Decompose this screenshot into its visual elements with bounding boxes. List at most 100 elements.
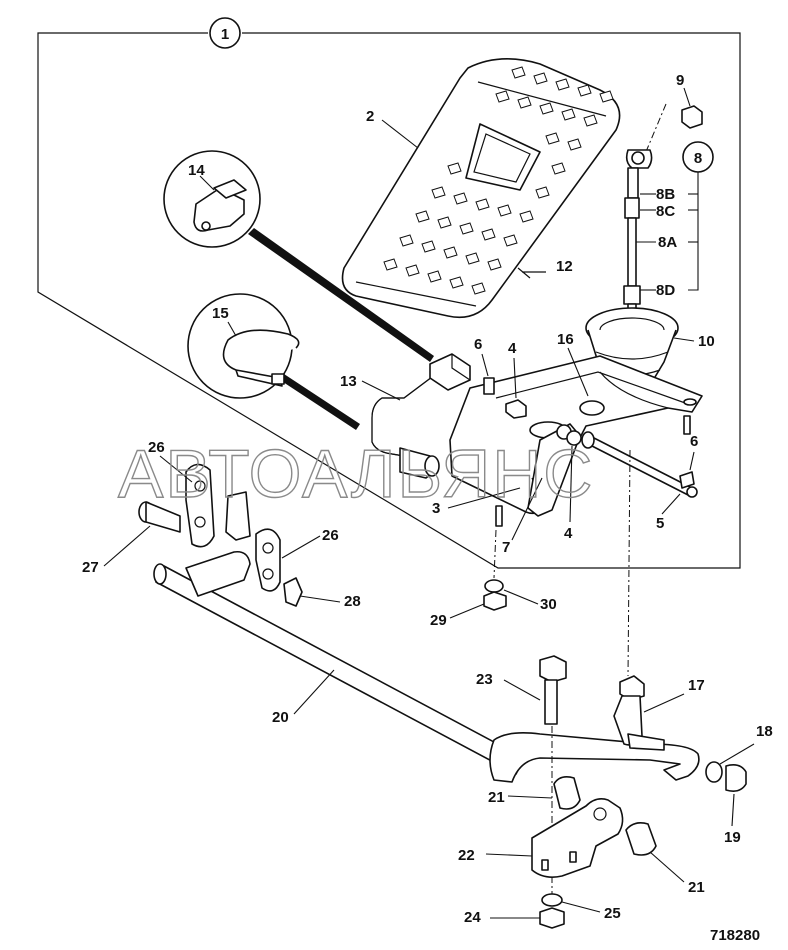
pedal-pad-grip-squares <box>383 66 614 295</box>
washer-25 <box>541 893 563 907</box>
grip-square <box>431 186 446 199</box>
label-12: 12 <box>556 258 573 275</box>
grip-square <box>583 114 598 127</box>
label-13: 13 <box>340 373 357 390</box>
grip-square <box>567 138 582 151</box>
assembly-boundary <box>37 32 741 569</box>
label-29: 29 <box>430 612 447 629</box>
axis-line-rod-end <box>627 449 631 677</box>
grip-square <box>427 270 442 283</box>
label-25: 25 <box>604 905 621 922</box>
detail-callout-14 <box>163 150 434 362</box>
washer-30 <box>484 579 504 593</box>
pedal-pad <box>341 58 621 319</box>
label-7: 7 <box>502 539 510 556</box>
label-15: 15 <box>212 305 229 322</box>
assembly-callout-circle <box>209 17 241 49</box>
grip-square <box>533 72 548 85</box>
grip-square <box>561 108 576 121</box>
pin-12 <box>517 267 546 279</box>
label-30: 30 <box>540 596 557 613</box>
clip-28 <box>283 577 303 607</box>
washer-18 <box>705 761 723 783</box>
grip-square <box>447 162 462 175</box>
grip-square <box>497 204 512 217</box>
label-27: 27 <box>82 559 99 576</box>
pin-27 <box>138 501 181 533</box>
label-8D: 8D <box>656 282 675 299</box>
grip-square <box>577 84 592 97</box>
bush-4-upper <box>505 399 527 419</box>
grip-square <box>437 216 452 229</box>
detail-callout-15 <box>187 293 360 430</box>
pedal-lever-7 <box>527 423 582 517</box>
grip-square <box>519 210 534 223</box>
grip-square <box>449 276 464 289</box>
lever-plate-background <box>225 491 251 541</box>
label-18: 18 <box>756 723 773 740</box>
label-21-lower: 21 <box>688 879 705 896</box>
grip-square <box>535 186 550 199</box>
label-20: 20 <box>272 709 289 726</box>
label-17: 17 <box>688 677 705 694</box>
assembly-callout-number: 1 <box>221 26 229 43</box>
drawing-number: 718280 <box>710 927 760 944</box>
nut-9 <box>681 105 703 129</box>
label-19: 19 <box>724 829 741 846</box>
clip-6-lower <box>679 471 695 489</box>
grip-square <box>399 234 414 247</box>
watermark: АВТОАЛЬЯНС <box>118 436 594 512</box>
bush-21-lower <box>625 822 657 856</box>
grip-square <box>415 210 430 223</box>
grip-square <box>465 252 480 265</box>
grip-square <box>599 90 614 103</box>
grip-square <box>405 264 420 277</box>
bush-19 <box>725 764 747 792</box>
cable-13 <box>371 353 471 479</box>
label-9: 9 <box>676 72 684 89</box>
bolt-23 <box>539 655 567 725</box>
label-8A: 8A <box>658 234 677 251</box>
label-26-left: 26 <box>148 439 165 456</box>
grommet-16 <box>579 400 605 416</box>
bush-21-upper <box>553 776 581 810</box>
grip-square <box>481 228 496 241</box>
grip-square <box>443 246 458 259</box>
pivot-shaft-5 <box>581 431 698 498</box>
label-6-lower: 6 <box>690 433 698 450</box>
grip-square <box>475 198 490 211</box>
rod-end-17 <box>613 675 665 751</box>
label-5: 5 <box>656 515 664 532</box>
subassembly-callout-number: 8 <box>694 150 702 167</box>
link-plate-26-left <box>185 463 215 548</box>
grip-square <box>495 90 510 103</box>
label-23: 23 <box>476 671 493 688</box>
grip-square <box>383 258 398 271</box>
grip-square <box>503 234 518 247</box>
label-16: 16 <box>557 331 574 348</box>
link-plate-26-right <box>255 528 281 592</box>
cross-shaft-20 <box>153 550 525 775</box>
label-2: 2 <box>366 108 374 125</box>
label-8C: 8C <box>656 203 675 220</box>
label-21-upper: 21 <box>488 789 505 806</box>
grip-square <box>545 132 560 145</box>
label-10: 10 <box>698 333 715 350</box>
grip-square <box>539 102 554 115</box>
grip-square <box>453 192 468 205</box>
mount-bracket-22 <box>531 798 624 878</box>
label-3: 3 <box>432 500 440 517</box>
grip-square <box>517 96 532 109</box>
label-8B: 8B <box>656 186 675 203</box>
nut-29 <box>483 591 507 611</box>
grip-square <box>551 162 566 175</box>
grip-square <box>555 78 570 91</box>
grip-square <box>487 258 502 271</box>
nut-24 <box>539 907 565 929</box>
clip-6-upper <box>483 377 495 395</box>
label-28: 28 <box>344 593 361 610</box>
grip-square <box>511 66 526 79</box>
label-24: 24 <box>464 909 481 926</box>
grip-square <box>459 222 474 235</box>
label-4-lower: 4 <box>564 525 573 542</box>
